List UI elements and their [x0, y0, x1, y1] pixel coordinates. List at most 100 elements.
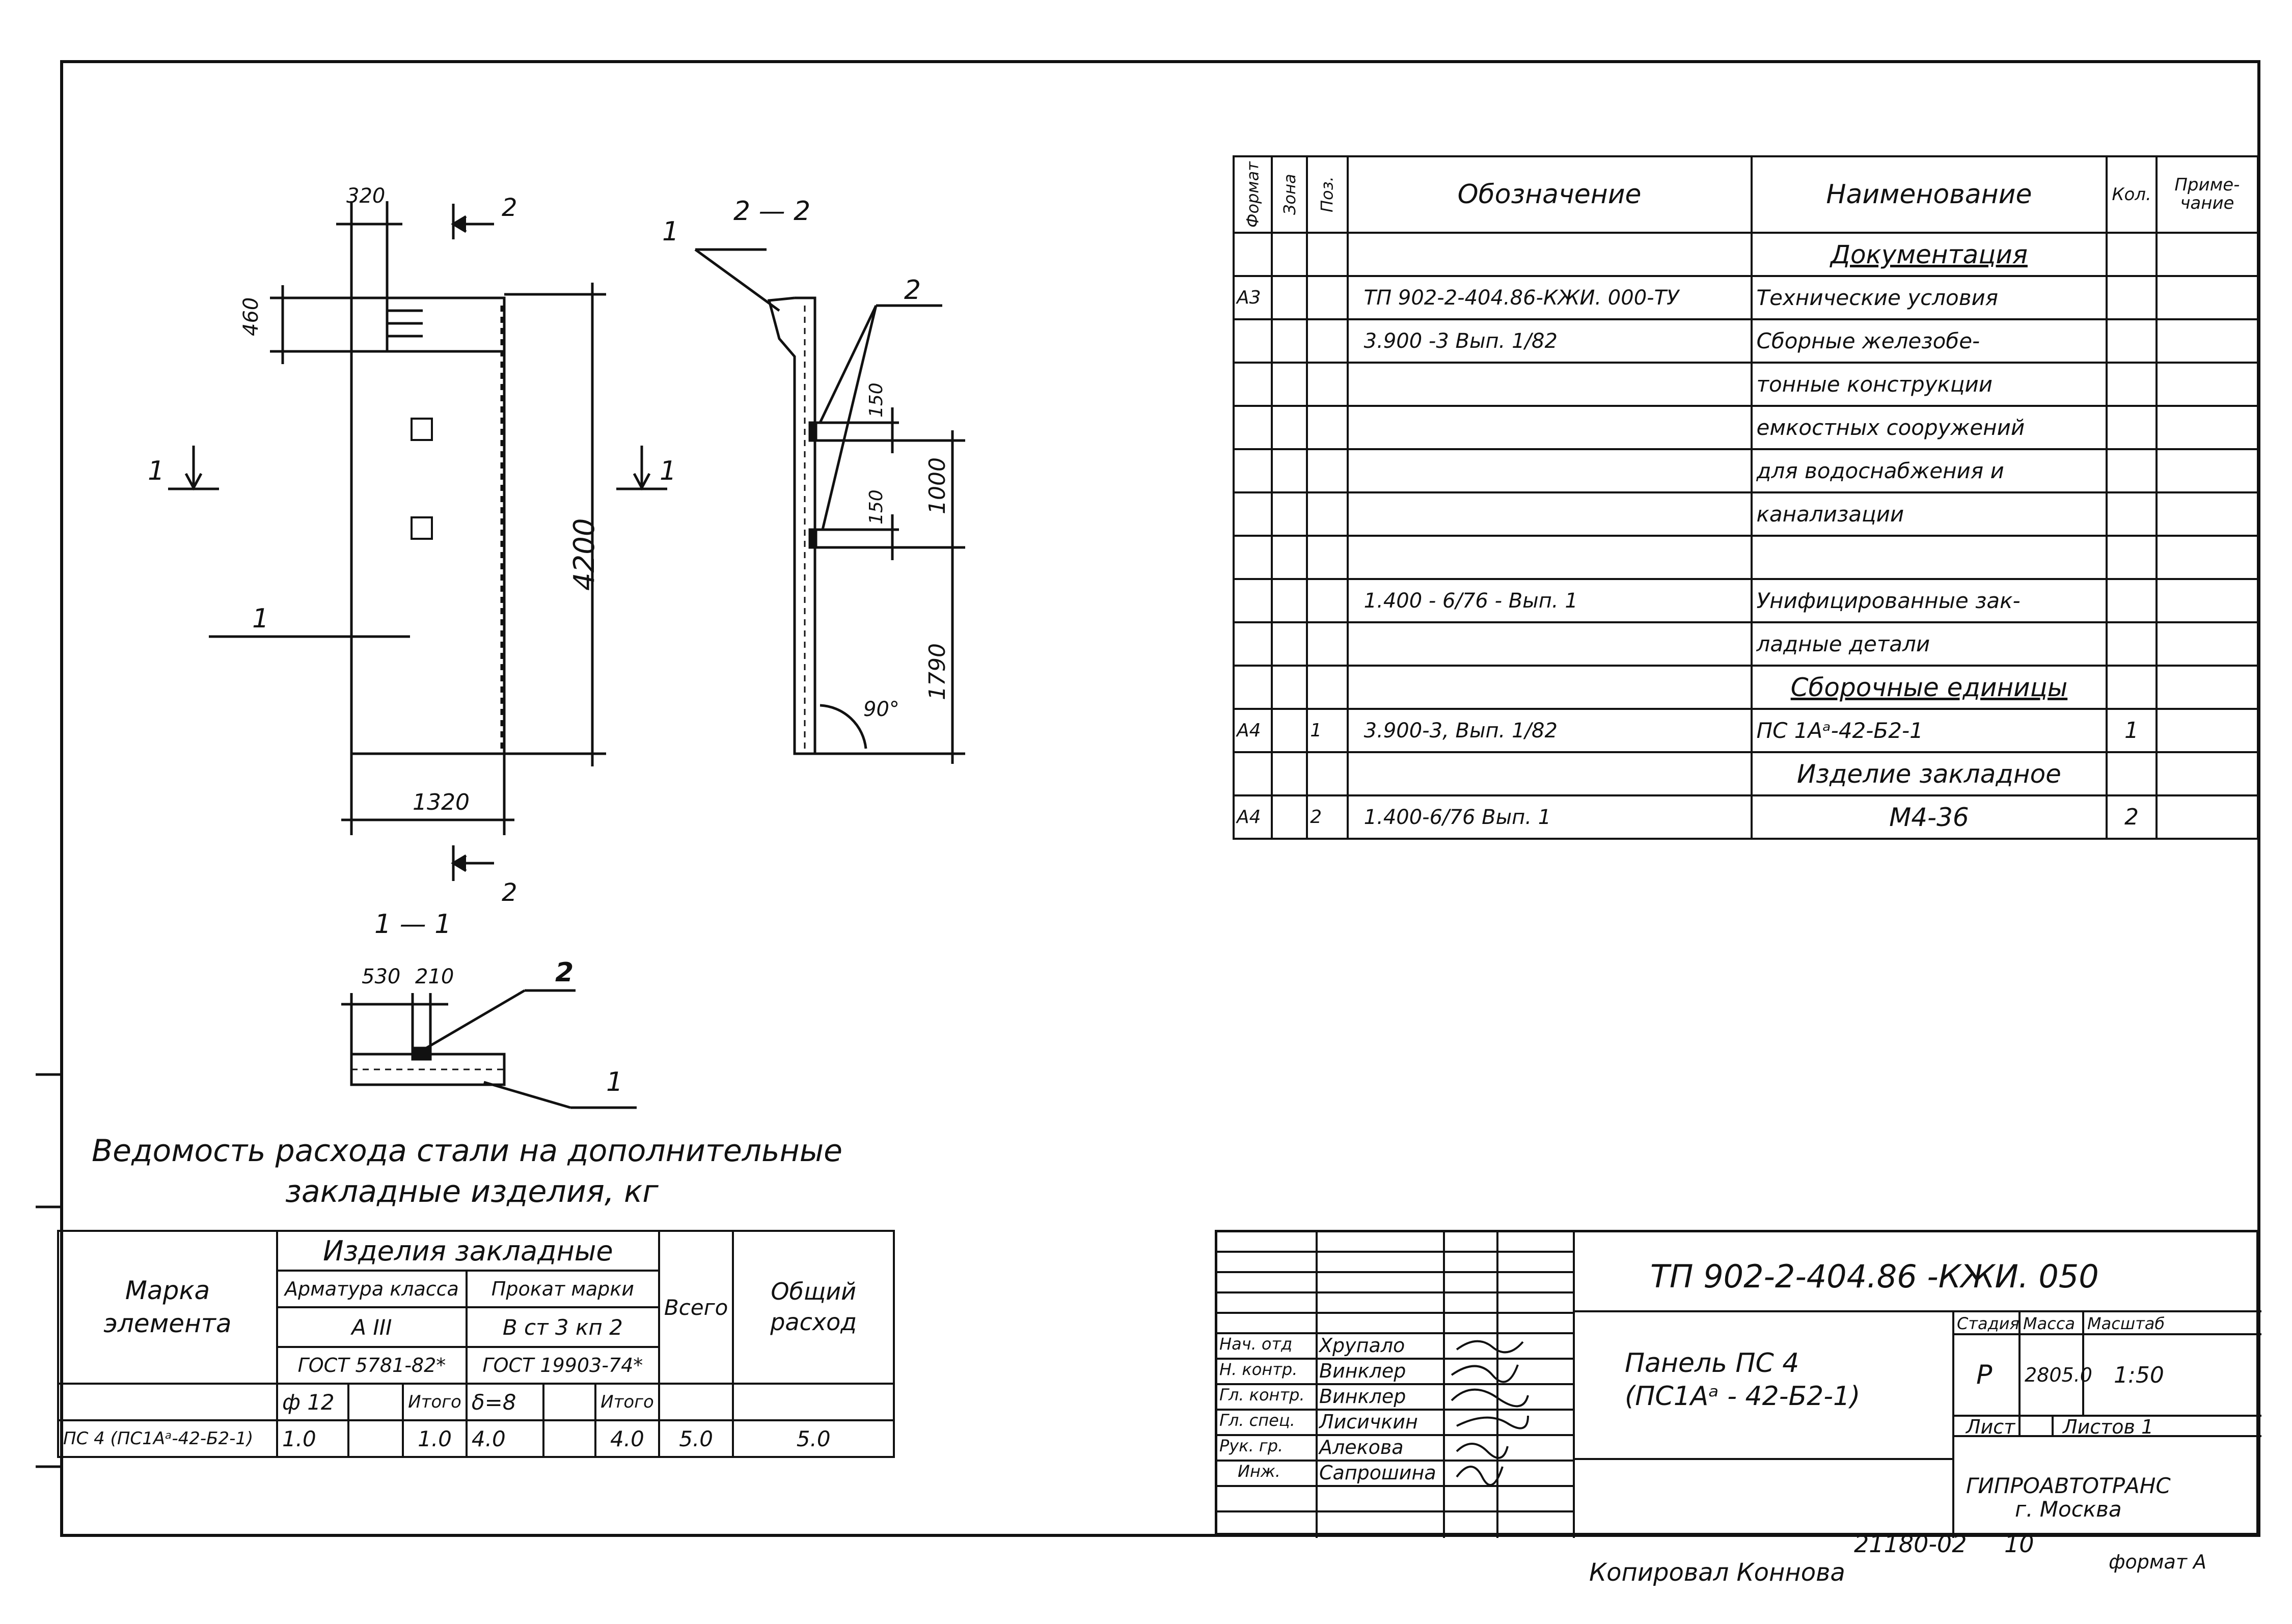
spec-cell-zone: [1270, 448, 1308, 493]
spec-cell-note: [2155, 405, 2259, 450]
steel-sub-5: Итого: [594, 1383, 660, 1421]
spec-cell-qty: [2106, 621, 2158, 667]
spec-h-format: Формат: [1234, 156, 1272, 233]
spec-cell-zone: [1270, 362, 1308, 407]
spec-cell-qty: 2: [2106, 794, 2158, 840]
spec-cell-fmt: [1233, 448, 1273, 493]
spec-cell-qty: [2106, 318, 2158, 364]
steel-row-mark: ПС 4 (ПС1Аᵃ-42-Б2-1): [57, 1419, 278, 1458]
footer-format: формат А: [2109, 1551, 2207, 1573]
spec-cell-name: [1750, 535, 2108, 580]
stamp-role-3: Гл. спец.: [1219, 1411, 1295, 1430]
title-block-grid: [1217, 1232, 2261, 1538]
spec-cell-code: [1346, 448, 1753, 493]
footer-copied: Копировал Коннова: [1589, 1558, 1845, 1587]
spec-row: Сборочные единицы: [1233, 665, 2259, 710]
dim-320: 320: [346, 184, 386, 208]
steel-data-row: ПС 4 (ПС1Аᵃ-42-Б2-1) 1.0 1.0 4.0 4.0 5.0…: [57, 1419, 895, 1458]
spec-cell-pos: [1306, 491, 1349, 537]
stamp-code: ТП 902-2-404.86 -КЖИ. 050: [1650, 1258, 2099, 1295]
spec-cell-fmt: А3: [1233, 275, 1273, 320]
spec-row: ладные детали: [1233, 621, 2259, 667]
spec-cell-qty: [2106, 405, 2158, 450]
spec-cell-name: Изделие закладное: [1750, 751, 2108, 796]
dim-1320: 1320: [413, 789, 470, 815]
spec-cell-qty: [2106, 491, 2158, 537]
spec-cell-code: [1346, 751, 1753, 796]
spec-h-name: Наименование: [1750, 155, 2108, 234]
spec-cell-fmt: [1233, 665, 1273, 710]
spec-cell-fmt: [1233, 362, 1273, 407]
spec-cell-name: Сборочные единицы: [1750, 665, 2108, 710]
cut-mark-1-right: 1: [660, 456, 677, 486]
steel-title-line1: Ведомость расхода стали на дополнительны…: [92, 1133, 842, 1169]
spec-cell-pos: [1306, 275, 1349, 320]
leader-1-section: 1: [662, 216, 679, 247]
spec-cell-qty: 1: [2106, 708, 2158, 753]
spec-cell-zone: [1270, 751, 1308, 796]
steel-arm-class: А III: [276, 1306, 468, 1348]
spec-cell-name: Унифицированные зак-: [1750, 578, 2108, 623]
steel-h-arm: Арматура класса: [276, 1270, 468, 1308]
stamp-sheet: Лист: [1966, 1416, 2015, 1438]
stamp-role-4: Рук. гр.: [1219, 1436, 1284, 1455]
steel-val-0: 1.0: [276, 1419, 349, 1458]
spec-cell-zone: [1270, 232, 1308, 277]
spec-cell-note: [2155, 535, 2259, 580]
steel-subheader-row: ф 12 Итого δ=8 Итого: [57, 1383, 895, 1421]
spec-cell-fmt: [1233, 535, 1273, 580]
stamp-name-0: Хрупало: [1319, 1334, 1405, 1357]
spec-cell-name: емкостных сооружений: [1750, 405, 2108, 450]
steel-sub-3: δ=8: [465, 1383, 544, 1421]
steel-val-2: 1.0: [402, 1419, 468, 1458]
dim-530: 530: [362, 965, 401, 988]
stamp-h-stage: Стадия: [1957, 1314, 2020, 1333]
section-2-2-title: 2 — 2: [733, 196, 811, 227]
spec-h-code: Обозначение: [1346, 155, 1753, 234]
steel-arm-gost: ГОСТ 5781-82*: [276, 1346, 468, 1385]
spec-cell-code: [1346, 362, 1753, 407]
spec-cell-note: [2155, 578, 2259, 623]
spec-cell-pos: 2: [1306, 794, 1349, 840]
spec-cell-name: ПС 1Аᵃ-42-Б2-1: [1750, 708, 2108, 753]
spec-cell-pos: [1306, 448, 1349, 493]
steel-h-common: Общий расход: [732, 1230, 895, 1385]
spec-cell-pos: [1306, 232, 1349, 277]
dim-150-lower: 150: [866, 489, 887, 525]
spec-cell-note: [2155, 491, 2259, 537]
spec-cell-zone: [1270, 578, 1308, 623]
stamp-name-1: Винклер: [1319, 1360, 1406, 1382]
spec-cell-qty: [2106, 535, 2158, 580]
stamp-stage: Р: [1976, 1360, 1993, 1390]
dim-1790: 1790: [924, 643, 950, 700]
specification-table: Формат Зона Поз. Обозначение Наименовани…: [1233, 155, 2259, 840]
spec-cell-note: [2155, 751, 2259, 796]
steel-h-mark: Марка элемента: [57, 1230, 278, 1385]
spec-row: [1233, 535, 2259, 580]
spec-cell-code: 1.400 - 6/76 - Вып. 1: [1346, 578, 1753, 623]
spec-cell-code: 3.900 -3 Вып. 1/82: [1346, 318, 1753, 364]
spec-cell-name: Сборные железобе-: [1750, 318, 2108, 364]
section-2-2-profile: [767, 296, 816, 755]
stamp-scale: 1:50: [2114, 1362, 2164, 1388]
spec-cell-fmt: А4: [1233, 708, 1273, 753]
spec-cell-code: [1346, 621, 1753, 667]
spec-cell-qty: [2106, 362, 2158, 407]
section-1-1-title: 1 — 1: [374, 909, 452, 940]
steel-sub-4: [542, 1383, 597, 1421]
spec-cell-qty: [2106, 751, 2158, 796]
stamp-name-4: Алекова: [1319, 1436, 1404, 1458]
dim-1000: 1000: [924, 457, 950, 514]
spec-cell-name: ладные детали: [1750, 621, 2108, 667]
spec-header-row: Формат Зона Поз. Обозначение Наименовани…: [1234, 155, 2259, 234]
stamp-h-mass: Масса: [2023, 1314, 2076, 1333]
spec-cell-code: 3.900-3, Вып. 1/82: [1346, 708, 1753, 753]
spec-cell-code: ТП 902-2-404.86-КЖИ. 000-ТУ: [1346, 275, 1753, 320]
steel-sub-1: [347, 1383, 404, 1421]
spec-cell-note: [2155, 621, 2259, 667]
spec-cell-pos: [1306, 621, 1349, 667]
